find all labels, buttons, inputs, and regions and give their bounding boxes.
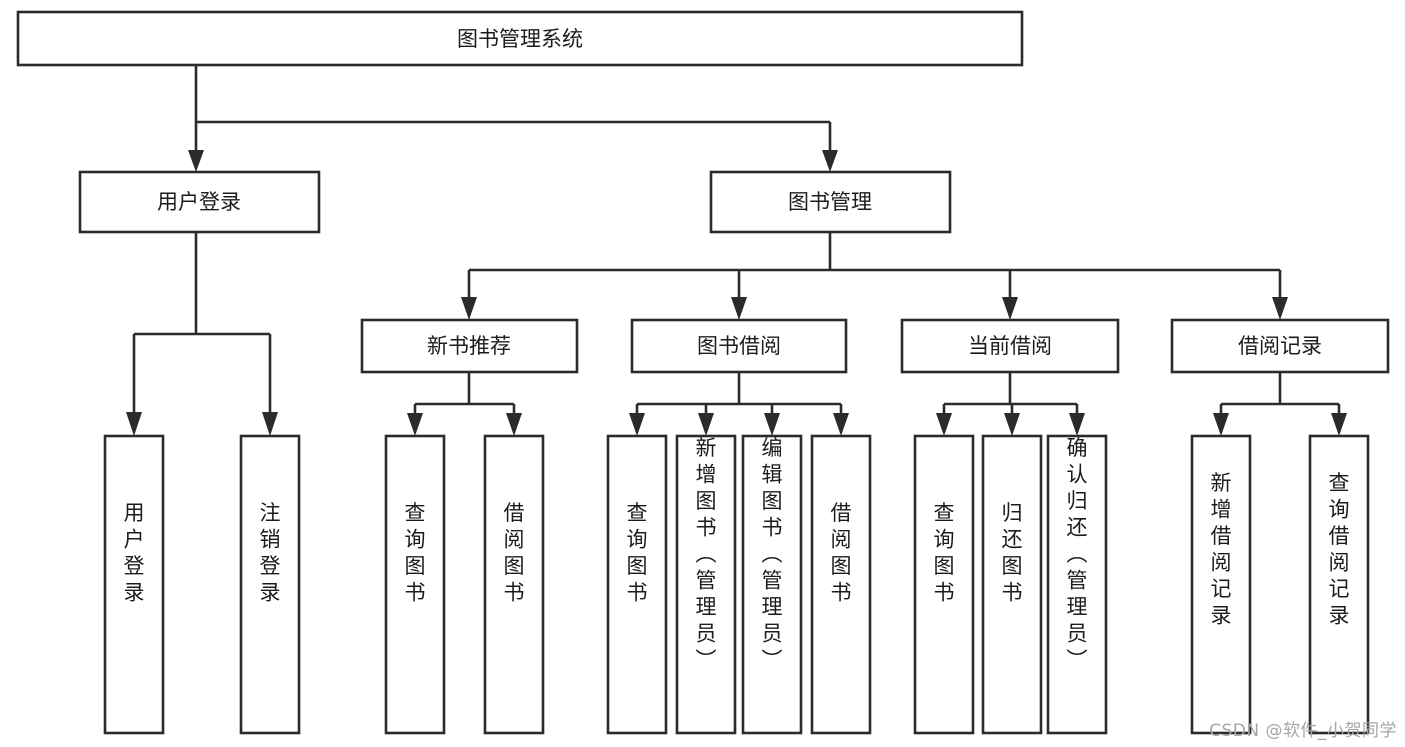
node-leaf-confirm-return[interactable]: 确认归还︵管理员︶ [1046, 434, 1108, 735]
connector-layer [126, 65, 1347, 436]
arrow-to-leaf-borrow-book-2 [833, 413, 849, 436]
node-leaf-borrow-book-1[interactable]: 借阅图书 [483, 434, 545, 735]
arrow-to-leaf-query-book-1 [407, 413, 423, 436]
arrow-to-leaf-query-book-3 [936, 413, 952, 436]
node-leaf-return-book[interactable]: 归还图书 [981, 434, 1043, 735]
node-leaf-edit-book-label: 编辑图书︵管理员︶ [762, 436, 783, 672]
arrow-to-book-borrow [731, 297, 747, 320]
csdn-watermark: CSDN @软件_小贺同学 [1209, 721, 1397, 741]
node-leaf-query-book-1-label: 查询图书 [405, 501, 426, 605]
arrow-to-leaf-user-logout [262, 412, 278, 436]
node-leaf-add-book-label: 新增图书︵管理员︶ [696, 436, 717, 672]
arrow-to-leaf-borrow-book-1 [506, 413, 522, 436]
node-borrow-record-label: 借阅记录 [1238, 334, 1322, 358]
arrow-to-leaf-user-login [126, 412, 142, 436]
node-book-borrow-label: 图书借阅 [697, 334, 781, 358]
arrow-to-leaf-query-book-2 [629, 413, 645, 436]
node-book-manage-label: 图书管理 [788, 190, 872, 214]
arrow-to-user-login [188, 150, 204, 172]
node-new-book-recommend-label: 新书推荐 [427, 334, 511, 358]
node-leaf-return-book-label: 归还图书 [1002, 501, 1023, 605]
node-leaf-borrow-book-2[interactable]: 借阅图书 [810, 434, 872, 735]
node-new-book-recommend[interactable]: 新书推荐 [360, 318, 579, 374]
node-leaf-add-record-label: 新增借阅记录 [1211, 471, 1232, 628]
node-leaf-add-record[interactable]: 新增借阅记录 [1190, 434, 1252, 735]
arrow-to-leaf-confirm-return [1069, 413, 1085, 436]
arrow-to-leaf-return-book [1004, 413, 1020, 436]
arrow-to-borrow-record [1272, 297, 1288, 320]
node-leaf-user-logout[interactable]: 注销登录 [239, 434, 301, 735]
node-leaf-query-record-label: 查询借阅记录 [1329, 471, 1350, 628]
node-leaf-borrow-book-1-label: 借阅图书 [504, 501, 525, 605]
node-borrow-record[interactable]: 借阅记录 [1170, 318, 1390, 374]
node-book-manage[interactable]: 图书管理 [709, 170, 952, 234]
arrow-to-leaf-edit-book [764, 413, 780, 436]
node-current-borrow[interactable]: 当前借阅 [900, 318, 1120, 374]
node-root[interactable]: 图书管理系统 [16, 10, 1024, 67]
node-leaf-user-login-label: 用户登录 [124, 501, 145, 605]
node-leaf-user-logout-label: 注销登录 [260, 501, 281, 605]
arrow-to-leaf-add-book [698, 413, 714, 436]
node-root-label: 图书管理系统 [457, 27, 583, 51]
node-leaf-confirm-return-label: 确认归还︵管理员︶ [1067, 436, 1088, 672]
arrow-to-leaf-add-record [1213, 413, 1229, 436]
node-user-login-label: 用户登录 [157, 190, 241, 214]
node-user-login[interactable]: 用户登录 [78, 170, 321, 234]
node-leaf-query-book-3-label: 查询图书 [934, 501, 955, 605]
arrow-to-book-manage [822, 150, 838, 172]
node-leaf-query-book-1[interactable]: 查询图书 [384, 434, 446, 735]
node-leaf-borrow-book-2-label: 借阅图书 [831, 501, 852, 605]
node-leaf-user-login[interactable]: 用户登录 [103, 434, 165, 735]
arrow-to-new-book-recommend [461, 297, 477, 320]
node-leaf-query-book-2-label: 查询图书 [627, 501, 648, 605]
arrow-to-current-borrow [1002, 297, 1018, 320]
arrow-to-leaf-query-record [1331, 413, 1347, 436]
node-book-borrow[interactable]: 图书借阅 [630, 318, 848, 374]
node-leaf-edit-book[interactable]: 编辑图书︵管理员︶ [741, 434, 803, 735]
node-leaf-query-book-2[interactable]: 查询图书 [606, 434, 668, 735]
node-leaf-add-book[interactable]: 新增图书︵管理员︶ [675, 434, 737, 735]
node-leaf-query-book-3[interactable]: 查询图书 [913, 434, 975, 735]
node-leaf-query-record[interactable]: 查询借阅记录 [1308, 434, 1370, 735]
node-current-borrow-label: 当前借阅 [968, 334, 1052, 358]
